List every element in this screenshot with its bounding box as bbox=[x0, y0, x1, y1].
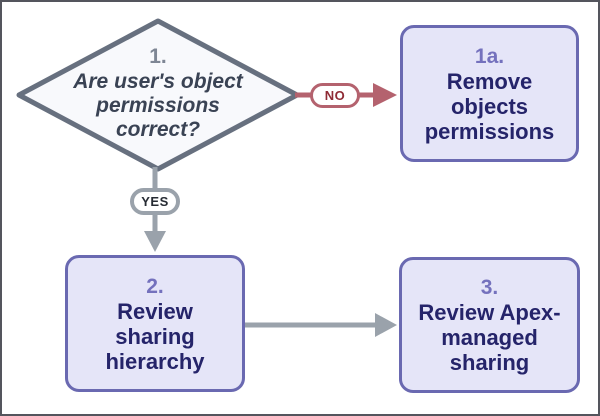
decision-line: permissions bbox=[96, 94, 220, 117]
node-number: 1a. bbox=[474, 44, 505, 68]
decision-line: correct? bbox=[115, 118, 201, 141]
node-line: sharing bbox=[115, 323, 195, 349]
decision-diamond-shape bbox=[16, 18, 300, 172]
node-remove-objects-permissions: 1a. Remove objects permissions bbox=[400, 25, 579, 162]
node-number: 3. bbox=[480, 276, 499, 299]
node-line: permissions bbox=[424, 118, 555, 144]
node-line: Review bbox=[117, 298, 193, 324]
decision-node-text: 1. Are user's object permissions correct… bbox=[48, 44, 268, 142]
node-line: Review Apex- bbox=[418, 300, 561, 325]
decision-number: 1. bbox=[149, 45, 167, 68]
edge-yes-arrowhead bbox=[144, 231, 166, 252]
decision-line: Are user's object bbox=[73, 70, 243, 93]
node-line: hierarchy bbox=[105, 348, 205, 374]
node-number: 2. bbox=[146, 274, 164, 298]
node-review-apex-managed-sharing: 3. Review Apex- managed sharing bbox=[399, 257, 580, 393]
node-review-sharing-hierarchy: 2. Review sharing hierarchy bbox=[65, 255, 245, 392]
node-line: Remove bbox=[446, 68, 533, 94]
edge-no-arrowhead bbox=[373, 83, 397, 107]
node-line: objects bbox=[450, 93, 529, 119]
node-line: sharing bbox=[449, 350, 530, 375]
edge-label-yes: YES bbox=[130, 188, 180, 215]
edge-label-no: NO bbox=[310, 83, 360, 108]
node-line: managed bbox=[441, 325, 538, 350]
edge-step2-step3-arrowhead bbox=[375, 313, 397, 337]
